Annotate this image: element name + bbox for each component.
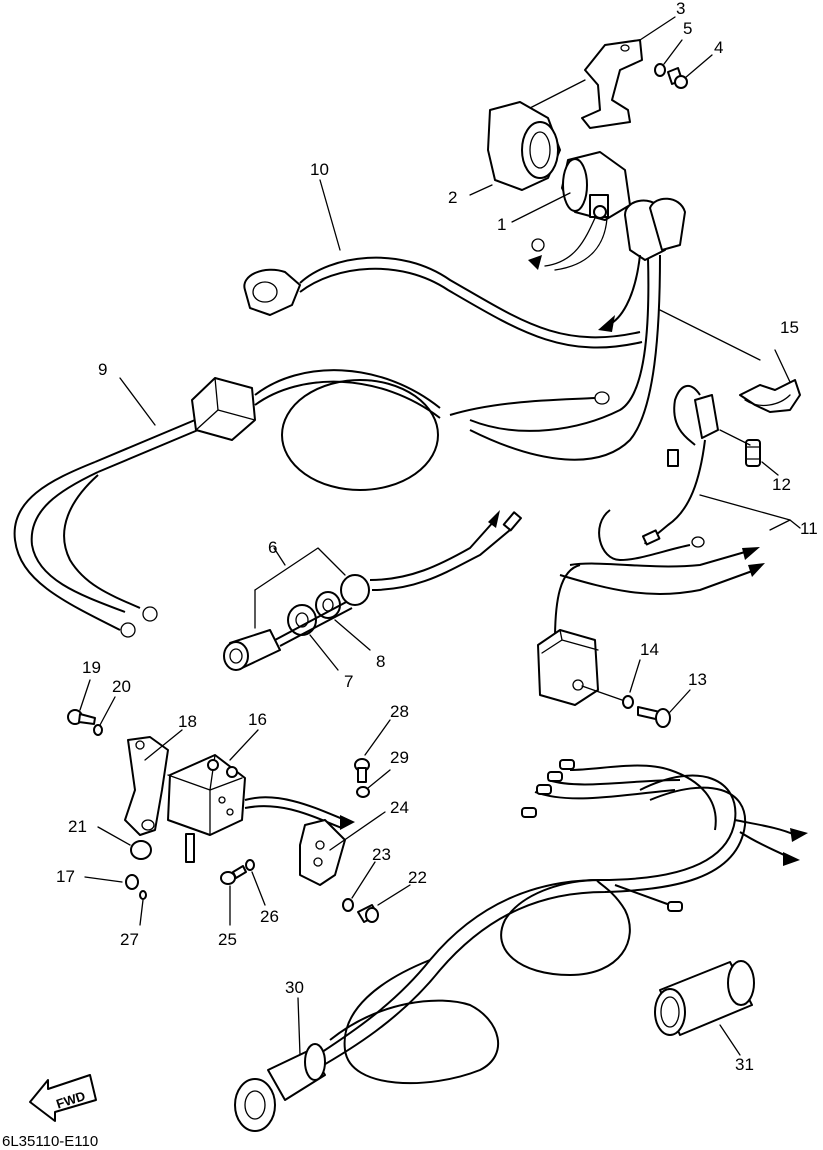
switch-part-1: [528, 151, 631, 271]
label-part-8: 8: [376, 652, 385, 671]
grommet-part-8: [315, 591, 341, 619]
label-part-17: 17: [56, 867, 75, 886]
cable-assembly-part-9: [13, 369, 610, 638]
connector-part-6: [223, 510, 522, 671]
screw-part-25: [220, 865, 247, 885]
label-part-4: 4: [714, 38, 723, 57]
label-part-7: 7: [344, 672, 353, 691]
label-part-21: 21: [68, 817, 87, 836]
label-part-2: 2: [448, 188, 457, 207]
bolt-part-13: [637, 706, 671, 728]
label-part-13: 13: [688, 670, 707, 689]
label-part-28: 28: [390, 702, 409, 721]
label-part-24: 24: [390, 798, 409, 817]
label-part-26: 26: [260, 907, 279, 926]
fuse-part-12: [745, 439, 761, 467]
label-part-15: 15: [780, 318, 799, 337]
washer-part-23: [342, 898, 354, 912]
washer-part-27: [139, 890, 147, 900]
lead-cables: [469, 197, 686, 461]
holder-part-2: [487, 101, 561, 191]
label-part-6: 6: [268, 538, 277, 557]
battery-cable-part-10: [243, 256, 643, 349]
forward-direction-arrow: FWD: [29, 1074, 97, 1122]
bolt-part-17: [125, 874, 139, 890]
label-part-16: 16: [248, 710, 267, 729]
label-part-27: 27: [120, 930, 139, 949]
relay-part-16: [167, 754, 355, 863]
label-part-23: 23: [372, 845, 391, 864]
washer-part-20: [93, 724, 103, 736]
bracket-part-18: [124, 736, 169, 836]
label-part-1: 1: [497, 215, 506, 234]
label-part-11: 11: [800, 519, 818, 538]
label-part-25: 25: [218, 930, 237, 949]
label-part-18: 18: [178, 712, 197, 731]
washer-part-5: [654, 63, 666, 77]
main-harness-part-30: [234, 759, 808, 1132]
label-part-30: 30: [285, 978, 304, 997]
screw-part-19: [67, 709, 96, 725]
fuse-holder-part-15: [739, 379, 801, 413]
washer-part-26: [245, 859, 255, 871]
fuse-lead-part-11: [559, 385, 765, 595]
label-part-10: 10: [310, 160, 329, 179]
screw-part-4: [667, 67, 688, 89]
screw-part-22: [357, 904, 379, 923]
tube-part-31: [654, 960, 755, 1036]
bracket-part-24: [299, 819, 346, 886]
label-part-5: 5: [683, 19, 692, 38]
washer-part-29: [356, 786, 370, 798]
screw-part-28: [354, 758, 370, 783]
label-part-3: 3: [676, 0, 685, 18]
label-part-14: 14: [640, 640, 659, 659]
label-part-20: 20: [112, 677, 131, 696]
drawing-code: 6L35110-E110: [2, 1133, 98, 1150]
washer-part-14: [622, 695, 634, 709]
rectifier-unit: [537, 564, 599, 706]
label-part-9: 9: [98, 360, 107, 379]
label-part-19: 19: [82, 658, 101, 677]
label-part-29: 29: [390, 748, 409, 767]
label-part-31: 31: [735, 1055, 754, 1074]
label-part-22: 22: [408, 868, 427, 887]
bracket-part-3: [581, 39, 643, 129]
label-part-12: 12: [772, 475, 791, 494]
collar-part-21: [130, 840, 152, 860]
